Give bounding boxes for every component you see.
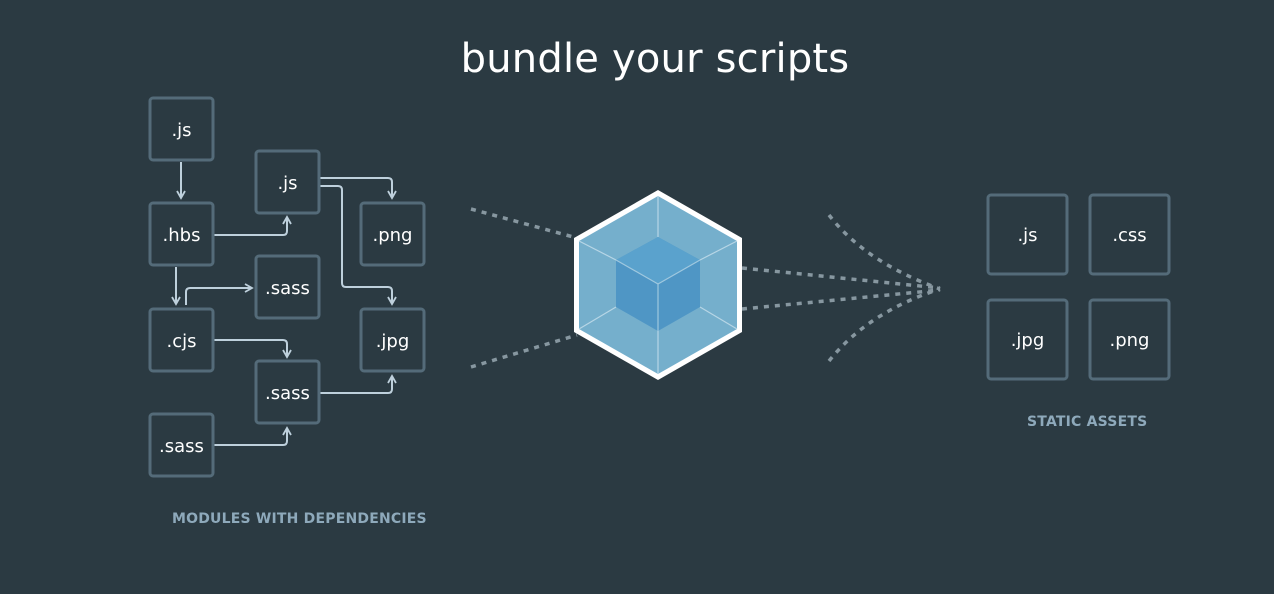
asset-label: .js <box>1017 225 1037 246</box>
arrow-js-to-jpg <box>319 185 397 306</box>
arrow-sass-to-sass <box>214 426 292 446</box>
dotted-line-right-bottom <box>741 288 941 311</box>
arrow-sass-to-jpg <box>319 374 397 394</box>
asset-node: .png <box>1088 298 1171 381</box>
module-label: .png <box>373 225 413 246</box>
webpack-cube-icon <box>574 190 742 380</box>
asset-node: .css <box>1088 193 1171 276</box>
module-node: .js <box>254 149 321 215</box>
asset-node: .js <box>986 193 1069 276</box>
module-label: .jpg <box>376 331 410 352</box>
module-label: .cjs <box>167 331 197 352</box>
module-label: .sass <box>159 436 204 457</box>
module-node: .js <box>148 96 215 162</box>
dotted-line-left-bottom <box>470 333 578 369</box>
module-node: .png <box>359 201 426 267</box>
module-node: .sass <box>148 412 215 478</box>
module-label: .sass <box>265 383 310 404</box>
module-label: .hbs <box>163 225 201 246</box>
module-label: .js <box>277 173 297 194</box>
dotted-line-right-top <box>741 266 941 290</box>
module-label: .sass <box>265 278 310 299</box>
module-node: .jpg <box>359 307 426 373</box>
asset-label: .png <box>1110 330 1150 351</box>
dependency-arrows <box>171 162 397 446</box>
asset-label: .css <box>1112 225 1146 246</box>
module-node: .sass <box>254 359 321 425</box>
module-node: .cjs <box>148 307 215 373</box>
static-asset-nodes: .js .css .jpg .png <box>986 193 1171 381</box>
arrow-cjs-to-sass-mid <box>214 339 292 359</box>
asset-node: .jpg <box>986 298 1069 381</box>
dotted-curve-bottom <box>827 287 941 363</box>
page-title: bundle your scripts <box>460 36 850 82</box>
arrow-cjs-to-sass <box>185 283 254 305</box>
funnel-dotted-lines <box>470 207 941 369</box>
dotted-line-left-top <box>470 207 578 240</box>
modules-caption: MODULES WITH DEPENDENCIES <box>172 511 427 527</box>
module-label: .js <box>171 120 191 141</box>
arrow-hbs-to-js <box>214 215 292 236</box>
module-node: .sass <box>254 254 321 320</box>
module-nodes: .js .js .hbs .png .sass .cjs .jpg .sass <box>148 96 426 478</box>
asset-label: .jpg <box>1011 330 1045 351</box>
module-node: .hbs <box>148 201 215 267</box>
dotted-curve-top <box>827 213 941 291</box>
static-assets-caption: STATIC ASSETS <box>1027 414 1148 430</box>
arrow-js-to-png <box>319 177 397 200</box>
